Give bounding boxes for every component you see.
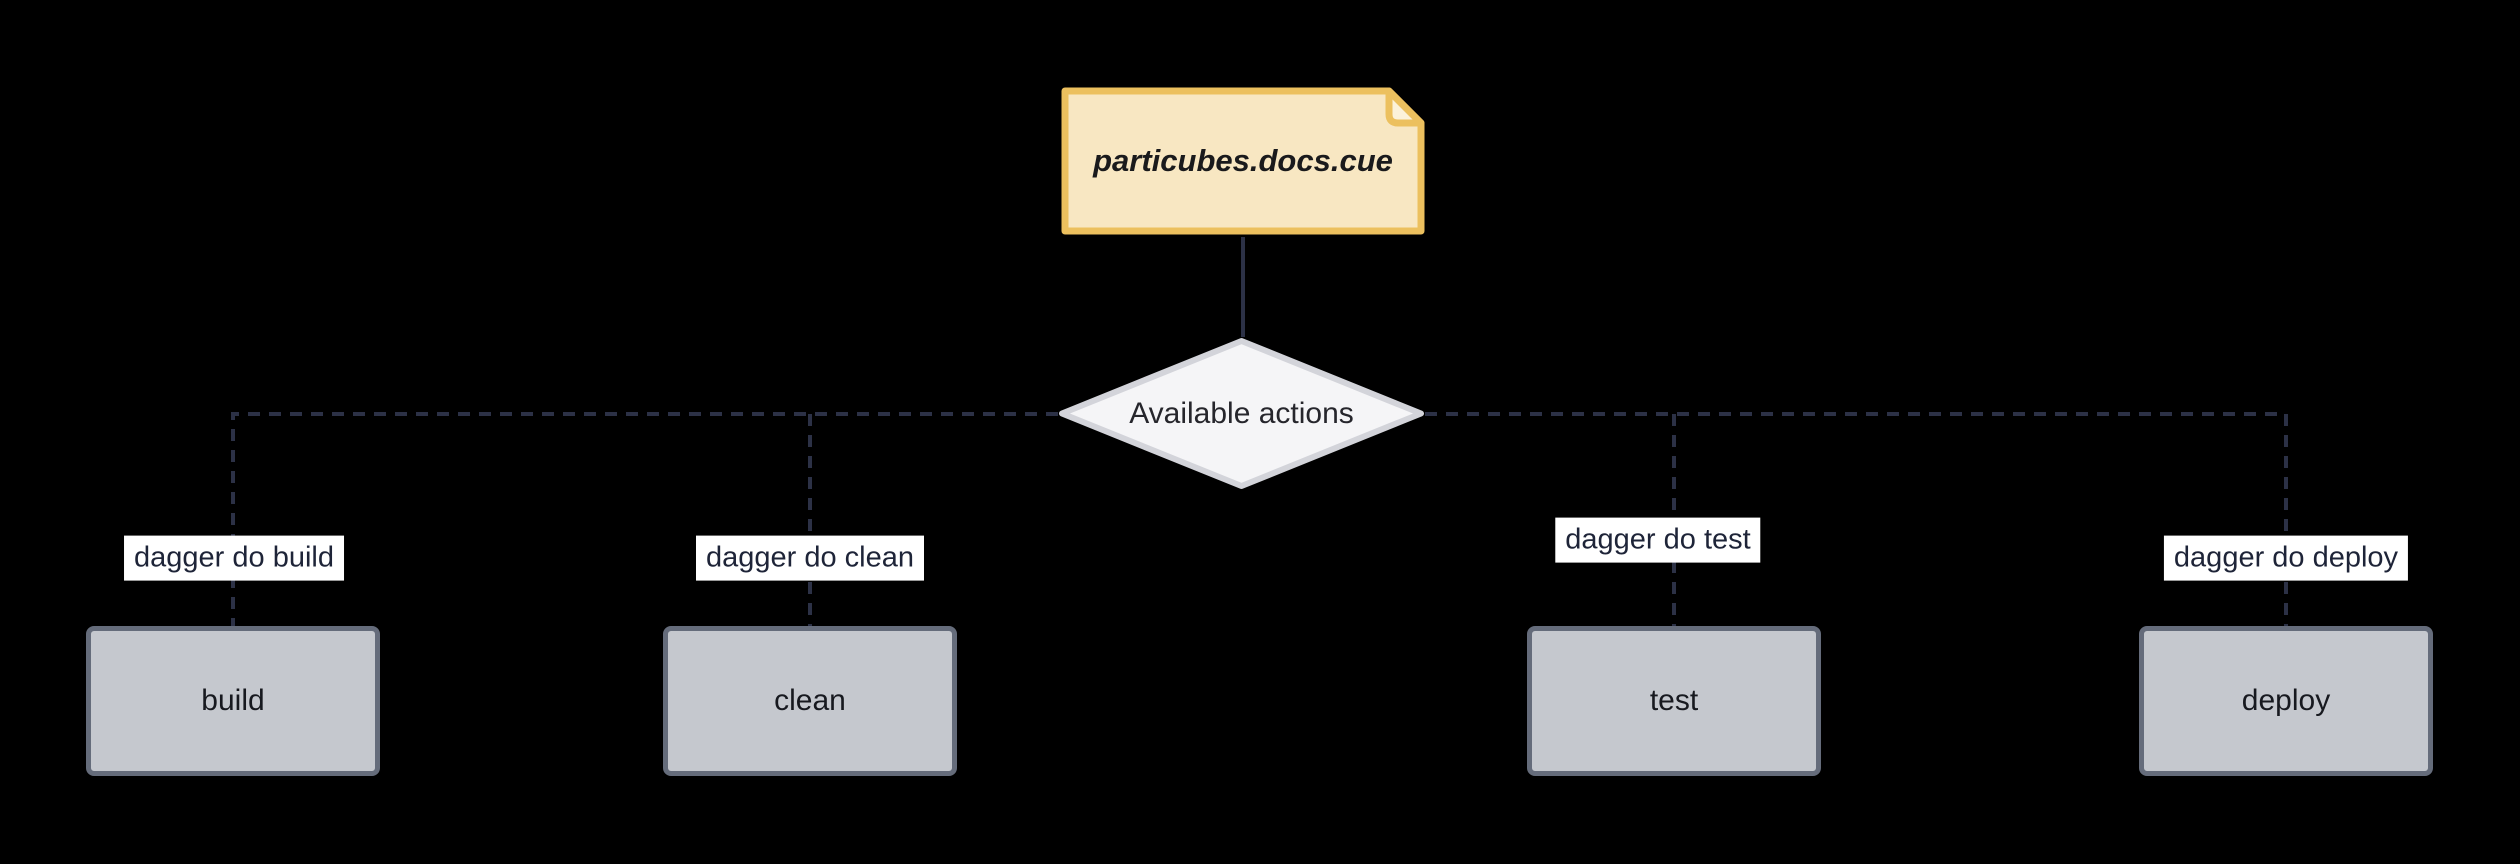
- decision-label: Available actions: [1129, 396, 1354, 430]
- node-decision: Available actions: [1058, 337, 1425, 490]
- edge-label-build: dagger do build: [124, 535, 344, 581]
- edge-decision-to-build: [231, 412, 1058, 626]
- action-label: test: [1649, 684, 1699, 717]
- file-card-shape: [1061, 87, 1425, 235]
- edge-label-deploy: dagger do deploy: [2163, 535, 2409, 581]
- action-label: build: [201, 684, 265, 717]
- action-label: deploy: [2241, 684, 2331, 717]
- folded-corner-icon: [1385, 87, 1425, 127]
- edge-label-clean: dagger do clean: [696, 535, 924, 581]
- source-file-label: particubes.docs.cue: [1093, 143, 1393, 178]
- edge-decision-to-deploy: [1425, 412, 2288, 626]
- edge-label-test: dagger do test: [1555, 517, 1761, 563]
- action-label: clean: [774, 684, 846, 717]
- diamond-shape: [1059, 338, 1424, 489]
- node-action-test: test: [1527, 626, 1821, 776]
- node-action-build: build: [86, 626, 380, 776]
- node-action-deploy: deploy: [2139, 626, 2433, 776]
- node-action-clean: clean: [663, 626, 957, 776]
- node-source-file: particubes.docs.cue: [1059, 85, 1427, 237]
